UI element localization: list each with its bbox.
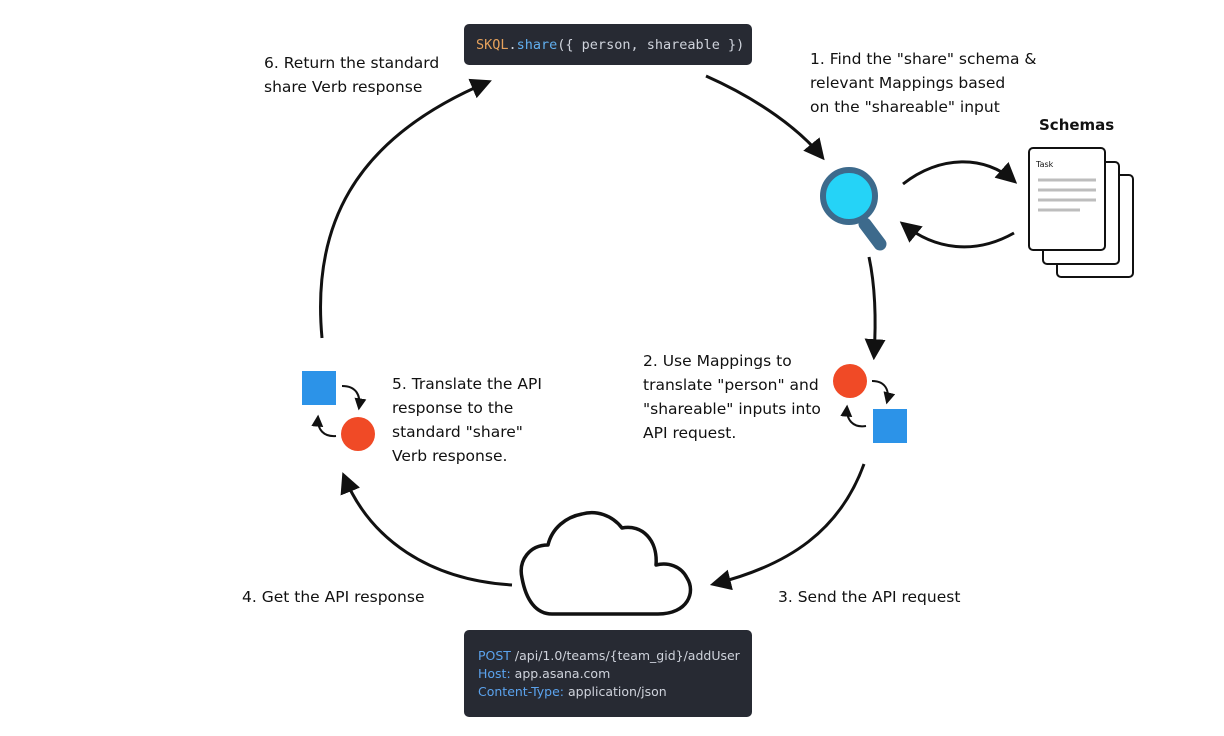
step-4-label: 4. Get the API response [242, 588, 425, 606]
http-method: POST [478, 648, 511, 663]
content-type-value: application/json [564, 684, 667, 699]
arrow-to-mapping-top [864, 256, 886, 361]
api-host-line: Host: app.asana.com [478, 665, 752, 683]
arrow-to-magnifier [705, 74, 825, 161]
schema-doc-label: Task [1035, 160, 1054, 169]
step-6-label: 6. Return the standard share Verb respon… [264, 54, 440, 96]
content-type-key: Content-Type: [478, 684, 564, 699]
code-dot: . [508, 36, 517, 53]
arrow-to-code-call [318, 78, 492, 339]
mapping-circle-icon [833, 364, 867, 398]
mapping-square-icon [873, 409, 907, 443]
host-key: Host: [478, 666, 511, 681]
arrow-to-cloud [709, 463, 866, 591]
mapping-icon-right [833, 364, 907, 443]
code-object: SKQL [476, 36, 509, 53]
translate-circle-icon [341, 417, 375, 451]
arrow-to-schemas [902, 160, 1018, 186]
step-1-label: 1. Find the "share" schema & relevant Ma… [810, 50, 1037, 116]
cloud-icon [519, 510, 693, 616]
api-request-line: POST /api/1.0/teams/{team_gid}/addUser [478, 647, 752, 665]
api-content-type-line: Content-Type: application/json [478, 683, 752, 701]
schema-doc-lines [1038, 178, 1096, 212]
mapping-icon-left [302, 371, 375, 451]
step-5-label: 5. Translate the API response to the sta… [392, 375, 542, 465]
code-args: ({ person, shareable }) [557, 36, 745, 53]
step-3-label: 3. Send the API request [778, 588, 961, 606]
request-path: /api/1.0/teams/{team_gid}/addUser [510, 648, 740, 663]
schemas-title: Schemas [1039, 116, 1115, 134]
arrow-from-schemas [899, 221, 1015, 249]
code-method: share [516, 36, 558, 53]
magnifier-icon [820, 167, 887, 251]
step-2-label: 2. Use Mappings to translate "person" an… [643, 352, 821, 442]
host-value: app.asana.com [510, 666, 611, 681]
code-call-box: SKQL.share({ person, shareable }) [464, 24, 752, 65]
translate-square-icon [302, 371, 336, 405]
arrow-to-translate-left [340, 472, 513, 587]
api-request-box: POST /api/1.0/teams/{team_gid}/addUser H… [464, 630, 752, 717]
